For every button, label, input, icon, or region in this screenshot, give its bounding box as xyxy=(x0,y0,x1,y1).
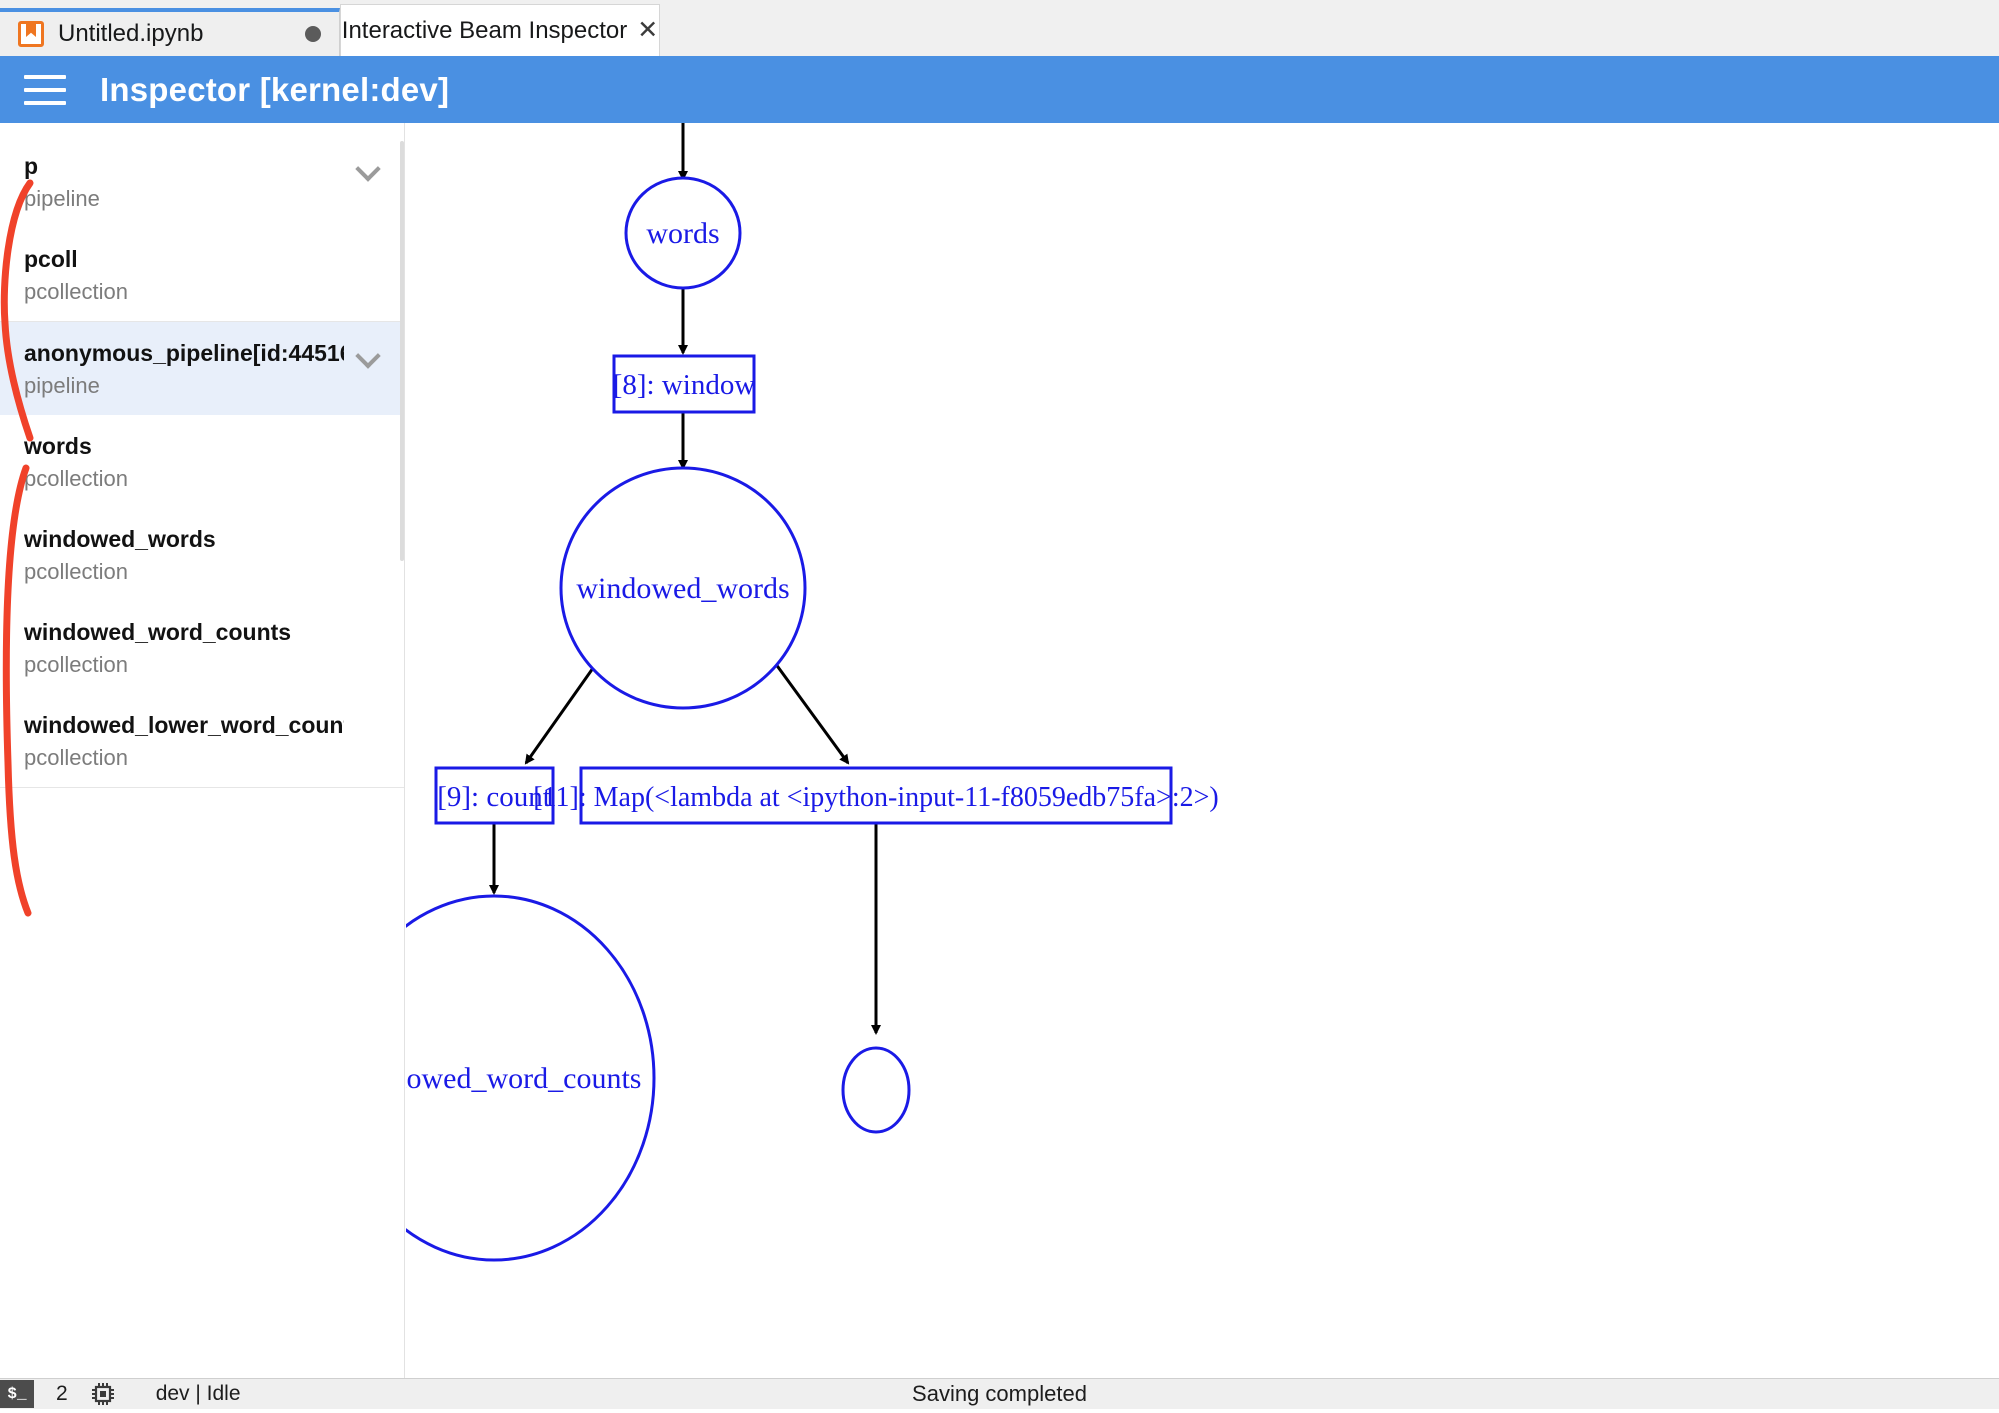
notebook-icon xyxy=(18,21,44,47)
sidebar-item-label: windowed_lower_word_counts xyxy=(24,712,344,738)
sidebar-item-label: words xyxy=(24,433,92,459)
node-shape-ellipse xyxy=(559,466,807,710)
kernel-status[interactable]: dev | Idle xyxy=(155,1382,241,1405)
node-shape-box xyxy=(612,354,756,414)
graph-node-window[interactable]: [8]: window xyxy=(612,354,756,414)
graph-node-count[interactable]: [9]: count xyxy=(434,766,555,825)
sidebar-item-label: windowed_words xyxy=(24,526,216,552)
cpu-chip-icon[interactable] xyxy=(90,1381,116,1407)
chevron-down-icon[interactable] xyxy=(356,341,382,367)
sidebar-item-type: pcollection xyxy=(24,652,128,677)
inspector-body: p pipeline pcoll pcollection anonymous_p… xyxy=(0,123,1999,1379)
node-shape-ellipse xyxy=(841,1046,911,1134)
hamburger-bar xyxy=(24,74,66,79)
node-shape-ellipse xyxy=(624,176,742,290)
sidebar-item-words[interactable]: words pcollection xyxy=(0,415,404,508)
node-label: windowed_words xyxy=(576,572,789,605)
node-label: [11]: Map(<lambda at <ipython-input-11-f… xyxy=(533,782,1218,813)
node-label: words xyxy=(646,217,719,250)
status-message: Saving completed xyxy=(912,1381,1087,1406)
sidebar-item-type: pcollection xyxy=(24,279,128,304)
sidebar-item-anonymous-pipeline[interactable]: anonymous_pipeline[id:44516… pipeline xyxy=(0,322,404,415)
sidebar-item-p[interactable]: p pipeline xyxy=(0,123,404,228)
sidebar-item-type: pipeline xyxy=(24,373,100,398)
graph-node-words[interactable]: words xyxy=(624,176,742,290)
terminal-count: 2 xyxy=(56,1382,68,1405)
tab-bar: Untitled.ipynb Interactive Beam Inspecto… xyxy=(0,0,1999,57)
inspectable-list-sidebar[interactable]: p pipeline pcoll pcollection anonymous_p… xyxy=(0,123,405,1379)
hamburger-bar xyxy=(24,100,66,105)
page-title: Inspector [kernel:dev] xyxy=(100,70,450,108)
tab-label: Interactive Beam Inspector xyxy=(341,16,628,44)
unsaved-indicator-dot[interactable] xyxy=(305,26,321,42)
node-label: windowed_word_counts xyxy=(406,1062,641,1095)
sidebar-item-label: p xyxy=(24,153,39,179)
sidebar-scrollbar[interactable] xyxy=(400,141,404,561)
sidebar-group-p: p pipeline pcoll pcollection xyxy=(0,123,404,322)
node-label: [9]: count xyxy=(437,781,551,813)
sidebar-item-windowed-word-counts[interactable]: windowed_word_counts pcollection xyxy=(0,601,404,694)
graph-node-windowed-words[interactable]: windowed_words xyxy=(559,466,807,710)
sidebar-item-type: pcollection xyxy=(24,745,128,770)
hamburger-bar xyxy=(24,87,66,92)
graph-node-small[interactable] xyxy=(841,1046,911,1134)
node-shape-box xyxy=(434,766,555,825)
terminal-icon[interactable]: $_ xyxy=(0,1380,34,1408)
sidebar-item-type: pipeline xyxy=(24,186,100,211)
node-shape-box xyxy=(579,766,1173,825)
pipeline-graph-svg: words [8]: window windowed_words [9]: co… xyxy=(406,123,1219,1262)
close-icon[interactable]: ✕ xyxy=(637,16,659,44)
node-shape-ellipse xyxy=(406,894,656,1262)
tab-interactive-beam-inspector[interactable]: Interactive Beam Inspector ✕ xyxy=(340,4,660,56)
hamburger-icon[interactable] xyxy=(24,74,66,105)
pipeline-graph-panel[interactable]: words [8]: window windowed_words [9]: co… xyxy=(406,123,1999,1379)
sidebar-item-label: pcoll xyxy=(24,246,78,272)
graph-node-windowed-word-counts[interactable]: windowed_word_counts xyxy=(406,894,656,1262)
node-label: [8]: window xyxy=(613,369,756,401)
sidebar-group-anonymous-pipeline: anonymous_pipeline[id:44516… pipeline wo… xyxy=(0,322,404,788)
sidebar-item-label: windowed_word_counts xyxy=(24,619,292,645)
sidebar-item-type: pcollection xyxy=(24,466,128,491)
sidebar-item-windowed-words[interactable]: windowed_words pcollection xyxy=(0,508,404,601)
tab-label: Untitled.ipynb xyxy=(58,20,204,47)
sidebar-item-windowed-lower-word-counts[interactable]: windowed_lower_word_counts pcollection xyxy=(0,694,404,787)
sidebar-item-label: anonymous_pipeline[id:44516… xyxy=(24,340,344,366)
chevron-down-icon[interactable] xyxy=(356,154,382,180)
inspector-header: Inspector [kernel:dev] xyxy=(0,56,1999,123)
sidebar-item-pcoll[interactable]: pcoll pcollection xyxy=(0,228,404,321)
sidebar-item-type: pcollection xyxy=(24,559,128,584)
status-bar: $_ 2 dev | Idle Saving completed xyxy=(0,1378,1999,1409)
tab-untitled-ipynb[interactable]: Untitled.ipynb xyxy=(0,8,340,56)
graph-node-map[interactable]: [11]: Map(<lambda at <ipython-input-11-f… xyxy=(533,766,1219,825)
